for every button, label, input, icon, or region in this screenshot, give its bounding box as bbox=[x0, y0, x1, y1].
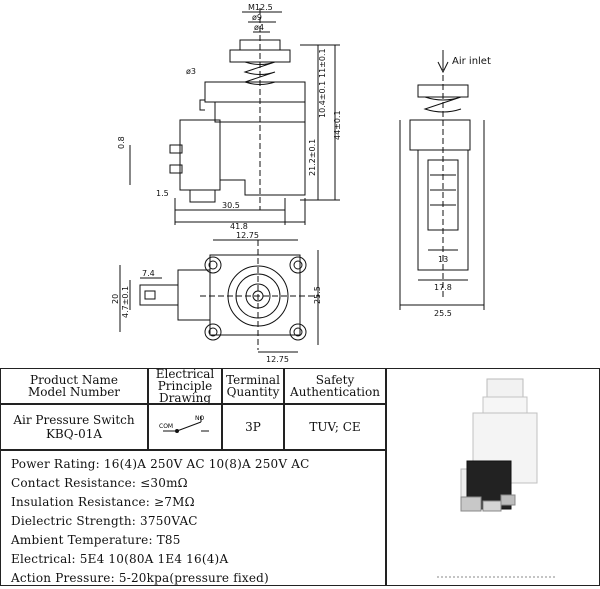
dim-11: 11±0.1 bbox=[318, 48, 327, 78]
dim-104: 10.4±0.1 bbox=[318, 81, 327, 118]
technical-drawing: M12.5 ø9 ø4 ø3 0.8 1.5 30.5 41.8 11±0.1 … bbox=[111, 3, 491, 364]
spec-ambient-temperature: Ambient Temperature: T85 bbox=[11, 533, 181, 547]
spec-table: Product Name Model Number Electrical Pri… bbox=[0, 368, 600, 586]
dim-13: 13 bbox=[438, 255, 448, 264]
dim-08: 0.8 bbox=[117, 136, 126, 149]
schematic-cell: NO COM bbox=[148, 404, 222, 450]
dim-418: 41.8 bbox=[230, 222, 248, 231]
header-principle: Electrical Principle Drawing bbox=[148, 368, 222, 404]
dim-1275-bottom: 12.75 bbox=[266, 355, 289, 364]
front-view bbox=[129, 8, 340, 225]
plan-view bbox=[119, 239, 320, 353]
product-cell: Air Pressure Switch KBQ-01A bbox=[0, 404, 148, 450]
dim-178: 17.8 bbox=[434, 283, 452, 292]
schematic-no-label: NO bbox=[195, 415, 204, 422]
spec-insulation-resistance: Insulation Resistance: ≥7MΩ bbox=[11, 495, 195, 509]
spec-dielectric-strength: Dielectric Strength: 3750VAC bbox=[11, 514, 198, 528]
product-photo-cell bbox=[386, 368, 600, 586]
spec-action-pressure: Action Pressure: 5-20kpa(pressure fixed) bbox=[11, 571, 269, 585]
safety-cell: TUV; CE bbox=[284, 404, 386, 450]
specs-block: Power Rating: 16(4)A 250V AC 10(8)A 250V… bbox=[0, 450, 386, 586]
dim-d4: ø4 bbox=[254, 23, 264, 32]
dim-305: 30.5 bbox=[222, 201, 240, 210]
side-view bbox=[399, 50, 485, 310]
dim-255: 25.5 bbox=[313, 286, 322, 304]
spec-electrical: Electrical: 5E4 10(80A 1E4 16(4)A bbox=[11, 552, 229, 566]
dim-d9: ø9 bbox=[252, 13, 262, 22]
product-photo bbox=[437, 378, 557, 578]
spec-contact-resistance: Contact Resistance: ≤30mΩ bbox=[11, 476, 188, 490]
dim-d3: ø3 bbox=[186, 67, 196, 76]
terminal-cell: 3P bbox=[222, 404, 284, 450]
dim-m12: M12.5 bbox=[248, 3, 273, 12]
spec-power-rating: Power Rating: 16(4)A 250V AC 10(8)A 250V… bbox=[11, 457, 310, 471]
header-product: Product Name Model Number bbox=[0, 368, 148, 404]
header-safety: Safety Authentication bbox=[284, 368, 386, 404]
header-terminal: Terminal Quantity bbox=[222, 368, 284, 404]
dim-47: 4.7±0.1 bbox=[121, 286, 130, 318]
switch-schematic: NO COM bbox=[159, 415, 209, 433]
dim-255-side: 25.5 bbox=[434, 309, 452, 318]
dim-1275-top: 12.75 bbox=[236, 231, 259, 240]
dim-74: 7.4 bbox=[142, 269, 155, 278]
schematic-com-label: COM bbox=[159, 423, 173, 430]
dim-212: 21.2±0.1 bbox=[308, 139, 317, 176]
dim-44: 44±0.1 bbox=[333, 110, 342, 140]
dim-15: 1.5 bbox=[156, 189, 169, 198]
dim-20: 20 bbox=[111, 294, 120, 304]
air-inlet-label: Air inlet bbox=[452, 56, 491, 67]
